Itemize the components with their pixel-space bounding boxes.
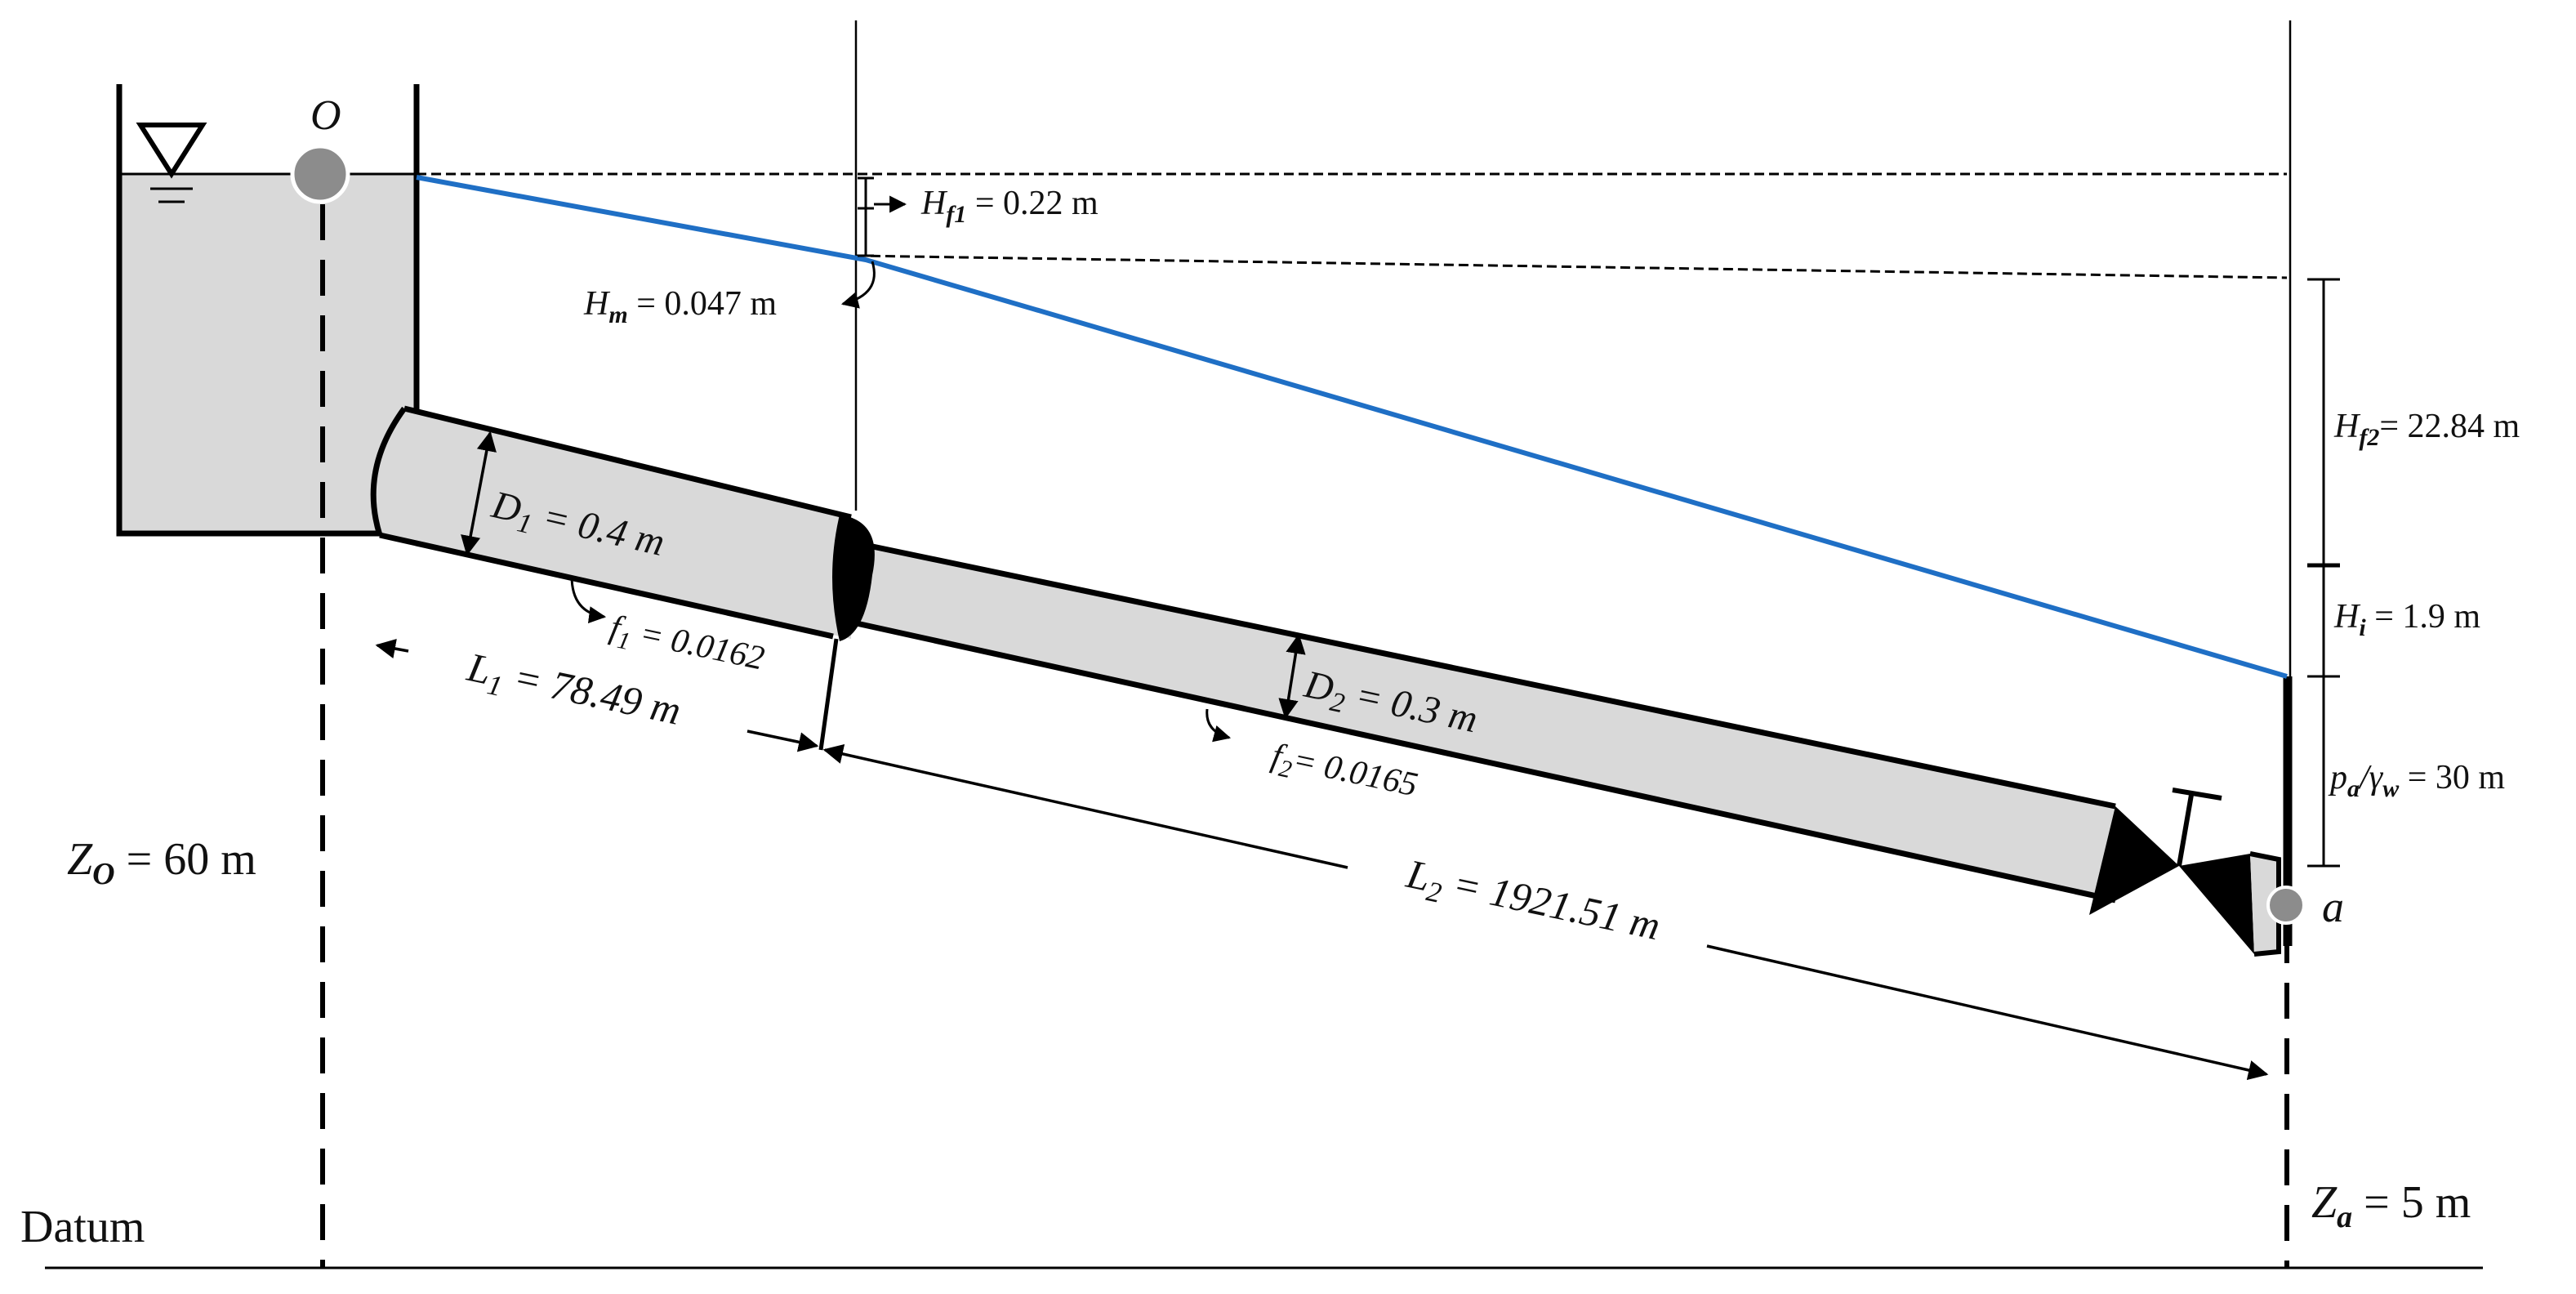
l1-arrow-left (375, 638, 409, 659)
headloss-reference-line (855, 254, 2288, 279)
label-point-a: a (2322, 882, 2344, 931)
label-z-o: ZO = 60 m (67, 834, 256, 891)
label-point-o: O (310, 92, 341, 139)
energy-grade-line (416, 175, 2288, 679)
l2-arrow-left (822, 743, 1348, 869)
valve-icon (2089, 788, 2281, 957)
l1-arrow-right (747, 730, 819, 752)
d1-dimension (461, 431, 497, 556)
junction-tick (818, 638, 839, 751)
reservoir-walls (116, 84, 420, 537)
label-hf1: Hf1 = 0.22 m (920, 185, 1099, 228)
f2-pointer (1206, 708, 1232, 743)
label-pressure-head: pa/γw = 30 m (2328, 759, 2505, 802)
reservoir-water (119, 174, 417, 533)
pipe-2 (845, 538, 2116, 904)
label-l2: L2 = 1921.51 m (1401, 850, 1665, 955)
pipe-2-body (845, 541, 2115, 900)
water-level-symbol-icon (136, 123, 207, 203)
label-hi: Hi = 1.9 m (2333, 598, 2480, 641)
label-f2: f2= 0.0165 (1267, 737, 1420, 810)
pipe-junction-ring (832, 515, 875, 641)
reservoir (116, 84, 420, 537)
label-f1: f1 = 0.0162 (605, 609, 767, 684)
node-o (290, 144, 350, 204)
label-hm: Hm = 0.047 m (583, 285, 777, 328)
label-hf2: Hf2= 22.84 m (2333, 408, 2520, 451)
label-z-a: Za = 5 m (2311, 1177, 2471, 1234)
f1-pointer (570, 575, 607, 624)
d2-dimension (1278, 633, 1306, 720)
hm-pointer (840, 261, 876, 309)
l2-arrow-right (1706, 944, 2269, 1081)
node-a (2266, 886, 2306, 925)
label-datum: Datum (20, 1202, 145, 1252)
pipe-1-inlet (370, 406, 407, 537)
label-l1: L1 = 78.49 m (461, 644, 685, 740)
